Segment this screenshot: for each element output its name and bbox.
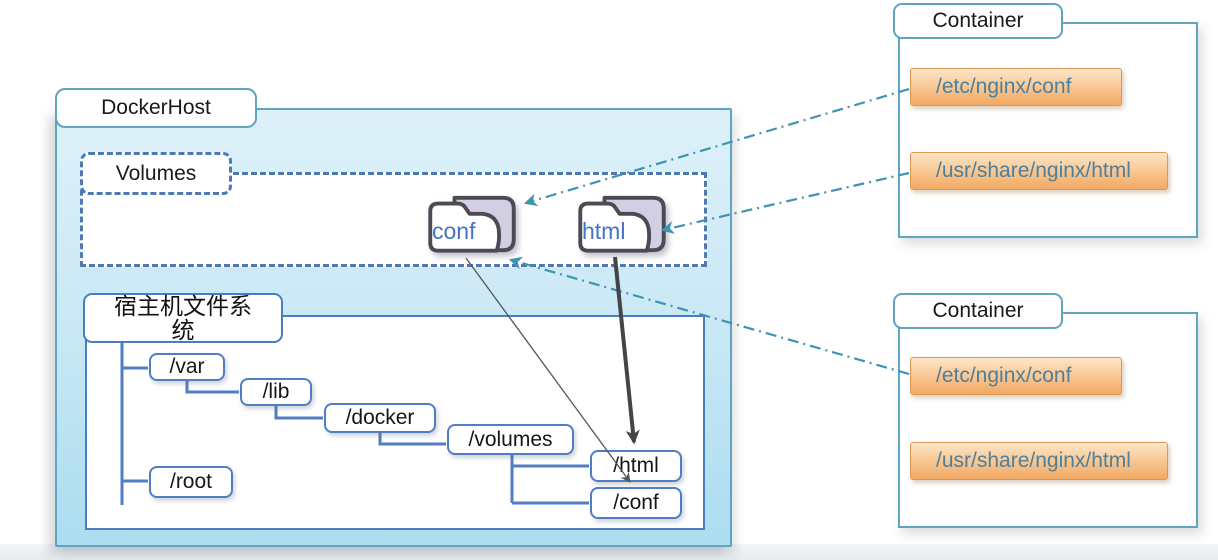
container-2-label: Container <box>893 293 1063 329</box>
tree-node-html: /html <box>590 450 682 482</box>
container-1-label: Container <box>893 3 1063 39</box>
tree-node-docker: /docker <box>324 403 436 433</box>
host-filesystem-label: 宿主机文件系统 <box>83 293 283 343</box>
page-bottom-strip <box>0 544 1218 560</box>
container-1-path-conf: /etc/nginx/conf <box>910 68 1122 106</box>
container-2-path-html: /usr/share/nginx/html <box>910 442 1168 480</box>
tree-node-lib: /lib <box>240 378 312 406</box>
tree-node-root: /root <box>149 466 233 498</box>
dockerhost-label: DockerHost <box>55 88 257 128</box>
volume-folder-html: html <box>575 191 669 257</box>
container-2-box <box>898 312 1198 528</box>
tree-node-volumes: /volumes <box>447 424 574 455</box>
volumes-label: Volumes <box>80 152 232 195</box>
tree-node-var: /var <box>149 353 225 381</box>
folder-conf-label: conf <box>432 218 476 244</box>
container-1-box <box>898 22 1198 238</box>
container-1-path-html: /usr/share/nginx/html <box>910 152 1168 190</box>
container-2-path-conf: /etc/nginx/conf <box>910 357 1122 395</box>
tree-node-conf: /conf <box>590 487 682 519</box>
volume-folder-conf: conf <box>425 191 519 257</box>
folder-html-label: html <box>582 218 626 244</box>
